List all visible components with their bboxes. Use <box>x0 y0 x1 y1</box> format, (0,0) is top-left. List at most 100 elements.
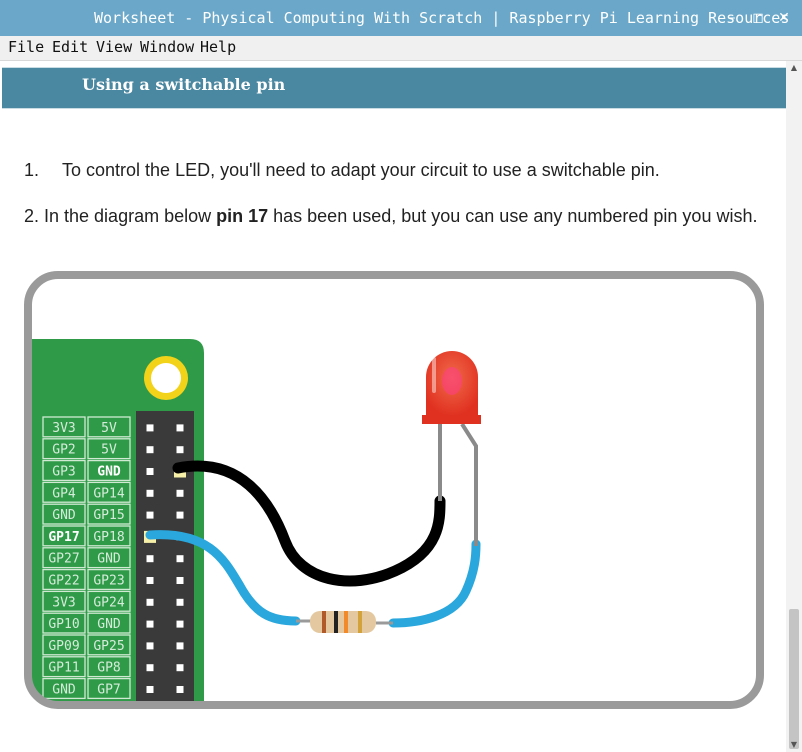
header-pin <box>146 489 154 497</box>
ground-wire <box>172 460 446 587</box>
menu-help[interactable]: Help <box>200 38 237 56</box>
step-2-pin: pin 17 <box>216 206 269 226</box>
pin-label-box <box>87 634 131 656</box>
menu-edit[interactable]: Edit <box>52 38 89 56</box>
header-pin <box>176 555 184 563</box>
pin-label: GP09 <box>48 639 79 654</box>
header-pin <box>176 620 184 628</box>
pin-label: GP18 <box>93 530 124 545</box>
pin-label: GP25 <box>93 639 124 654</box>
pin-label: GP17 <box>48 530 79 545</box>
pin-label: GP3 <box>52 465 75 480</box>
pin-label-box <box>42 590 86 612</box>
pin-label: GP23 <box>93 574 124 589</box>
pin-label-box <box>87 590 131 612</box>
pin-label: GP24 <box>93 595 124 610</box>
pin-label: GP2 <box>52 443 75 458</box>
pin-label-box <box>42 568 86 591</box>
pin-label-box <box>42 416 86 438</box>
maximize-button[interactable]: ◻ <box>752 10 764 26</box>
pin-label-box <box>87 656 131 678</box>
pin-label: GP10 <box>48 617 79 632</box>
pin-label-box <box>42 547 86 569</box>
close-button[interactable]: ✕ <box>778 10 790 26</box>
pin-label-box <box>87 503 131 525</box>
minimize-button[interactable]: – <box>728 10 736 26</box>
header-pin <box>146 424 154 432</box>
menu-bar: File Edit View Window Help <box>0 36 802 61</box>
scrollbar-thumb[interactable] <box>789 609 799 749</box>
scroll-down-icon[interactable]: ▼ <box>790 740 798 749</box>
pin-label-box <box>87 677 131 700</box>
header-pin <box>176 424 184 432</box>
header-pin <box>146 664 154 672</box>
section-banner: Using a switchable pin <box>2 67 786 109</box>
window-titlebar[interactable]: Worksheet - Physical Computing With Scra… <box>0 0 802 36</box>
pin-label-box <box>42 525 86 547</box>
menu-view[interactable]: View <box>96 38 133 56</box>
pin-label: 3V3 <box>52 595 75 610</box>
pin-label: GND <box>52 683 76 698</box>
scroll-up-icon[interactable]: ▲ <box>790 63 798 72</box>
resistor <box>310 611 376 633</box>
pin-label-box <box>87 547 131 569</box>
pin-label: 3V3 <box>52 421 75 436</box>
gpio-header <box>136 411 194 705</box>
header-pin <box>176 664 184 672</box>
pin-label-box <box>42 634 86 656</box>
pin-label: GP8 <box>97 661 120 676</box>
pin-label: GP11 <box>48 661 79 676</box>
pin-label-box <box>42 481 86 503</box>
pin-label-box <box>87 525 131 547</box>
header-pin <box>146 686 154 693</box>
pin-label-box <box>87 481 131 503</box>
pin-label-box <box>42 459 86 482</box>
pin-label-box <box>87 612 131 634</box>
pin-label-box <box>42 612 86 634</box>
header-pin <box>176 511 184 519</box>
header-pin <box>146 555 154 563</box>
header-pin <box>146 577 154 584</box>
header-pin <box>176 577 184 584</box>
header-pin <box>176 642 184 650</box>
pin-label: GP22 <box>48 574 79 589</box>
step-1-text: To control the LED, you'll need to adapt… <box>62 160 660 180</box>
vertical-scrollbar[interactable]: ▲ ▼ <box>786 61 802 752</box>
header-pin <box>146 620 154 628</box>
step-2-text-pre: 2. In the diagram below <box>24 206 217 226</box>
pin-label: GP15 <box>93 508 124 523</box>
header-pin <box>146 468 154 475</box>
pin-label: GND <box>52 508 76 523</box>
pin-label-box <box>42 677 86 700</box>
pin-label: GP4 <box>52 486 76 501</box>
header-pin <box>176 686 184 693</box>
diagram-frame <box>24 271 764 709</box>
header-pin <box>176 598 184 606</box>
pin-label-box <box>87 568 131 591</box>
header-pin <box>146 511 154 519</box>
header-pin <box>146 598 154 606</box>
window-title: Worksheet - Physical Computing With Scra… <box>94 9 790 27</box>
led-wire <box>388 539 481 628</box>
pin-label: GP7 <box>97 683 120 698</box>
header-pin <box>176 446 184 454</box>
step-1-number: 1. <box>24 160 40 180</box>
pin-label: 5V <box>101 421 117 436</box>
pin-label: GND <box>97 465 121 480</box>
pin-label: 5V <box>101 443 117 458</box>
step-2: 2. In the diagram below pin 17 has been … <box>24 206 757 227</box>
step-2-text-post: has been used, but you can use any numbe… <box>268 206 758 226</box>
menu-file[interactable]: File <box>8 38 45 56</box>
pin-label: GND <box>97 617 121 632</box>
pin-label: GP27 <box>48 552 79 567</box>
pin-label-box <box>42 438 86 460</box>
header-pin <box>176 489 184 497</box>
menu-window[interactable]: Window <box>140 38 195 56</box>
pin-label-box <box>87 438 131 460</box>
pin-label: GP14 <box>93 486 124 501</box>
section-title: Using a switchable pin <box>82 75 286 94</box>
page-content: Using a switchable pin 1. To control the … <box>0 61 786 752</box>
step-1: 1. To control the LED, you'll need to ada… <box>24 160 660 181</box>
